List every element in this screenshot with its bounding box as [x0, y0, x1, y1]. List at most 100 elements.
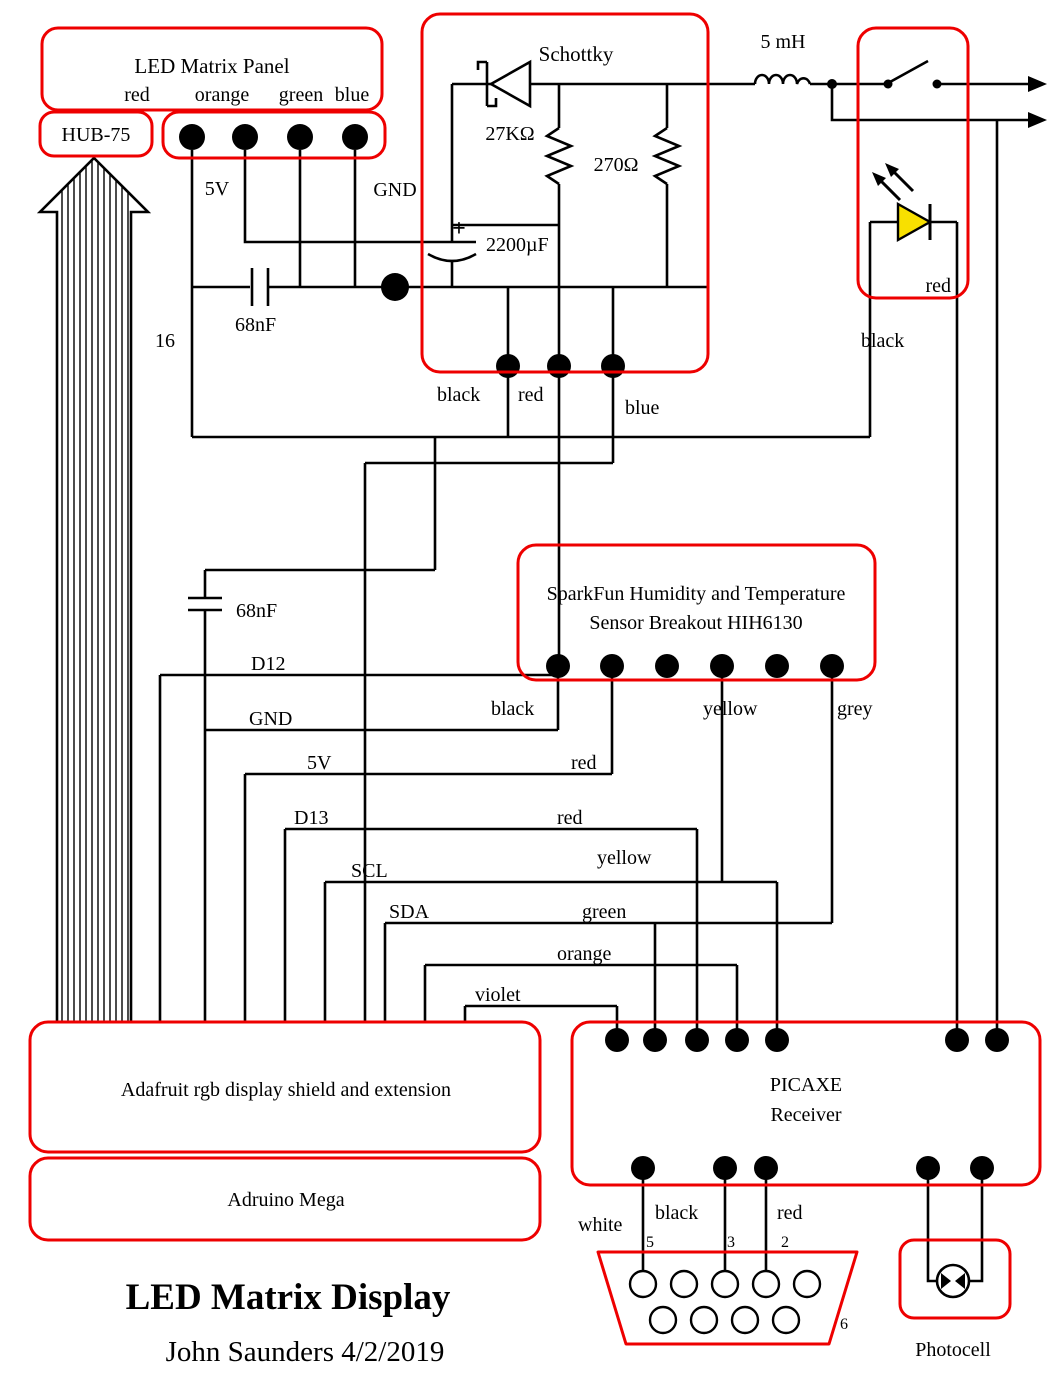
conn-black-label: black: [655, 1202, 698, 1224]
wire-bypass: [830, 84, 1028, 122]
5v-bus-label: 5V: [307, 752, 332, 774]
junction-dot: [827, 79, 837, 89]
out-black-label: black: [437, 384, 480, 406]
terminal-dot: [713, 1156, 737, 1180]
terminal-dot: [287, 124, 313, 150]
sda-label: SDA: [389, 901, 430, 923]
sensor-grey-label: grey: [837, 698, 873, 720]
wire-sda-green-grey: [383, 666, 834, 1040]
photocell-box: [898, 1238, 1012, 1320]
sensor-box: [516, 543, 877, 682]
gnd-bus-label: GND: [249, 708, 292, 730]
terminal-dot: [496, 354, 520, 378]
terminal-dot: [916, 1156, 940, 1180]
sensor-title-line2: Sensor Breakout HIH6130: [589, 612, 802, 634]
arduino-box: [28, 1156, 542, 1242]
photocell-symbol: [935, 1263, 971, 1299]
scl-label: SCL: [351, 860, 388, 882]
panel-connector-box: [161, 110, 387, 160]
pin-number-5: 5: [646, 1234, 654, 1251]
terminal-dot: [232, 124, 258, 150]
orange-bus-label: orange: [557, 943, 612, 965]
violet-bus-label: violet: [475, 984, 521, 1006]
wire-photocell-right: [969, 1168, 984, 1283]
inductor-label: 5 mH: [761, 31, 806, 53]
ribbon-hatching: [61, 160, 129, 1022]
db9-pin: [648, 1305, 678, 1335]
db9-pin: [730, 1305, 760, 1335]
terminal-dot: [945, 1028, 969, 1052]
terminal-dot: [342, 124, 368, 150]
labels: LED Matrix Panel red orange green blue H…: [62, 31, 992, 1368]
pin-number-2: 2: [781, 1234, 789, 1251]
terminal-dot: [970, 1156, 994, 1180]
arrow-out-icon: [1028, 76, 1047, 128]
power-filter-box: [420, 12, 710, 374]
wire-led-red: [930, 220, 959, 1040]
wire-panel-orange-5v: [243, 150, 428, 244]
wire-blue-bus: [363, 461, 613, 1022]
led-panel-title: LED Matrix Panel: [134, 54, 289, 78]
r2-label: 270Ω: [594, 154, 639, 176]
ribbon-count-label: 16: [155, 330, 175, 352]
terminal-dot: [600, 654, 624, 678]
wire-d13-red: [283, 827, 699, 1040]
terminal-dot: [710, 654, 734, 678]
terminal-dot: [631, 1156, 655, 1180]
wires: [158, 82, 1028, 1283]
db9-pin: [628, 1269, 658, 1299]
wire-d12: [158, 673, 559, 1022]
yellow-bus-label: yellow: [597, 847, 652, 869]
terminal-dot: [655, 654, 679, 678]
cap-2200uf-label: 2200µF: [486, 234, 549, 256]
sensor-yellow-label: yellow: [703, 698, 758, 720]
conn-red-label: red: [777, 1202, 803, 1224]
picaxe-label-line2: Receiver: [770, 1104, 841, 1126]
terminal-dot: [820, 654, 844, 678]
conn-white-label: white: [578, 1214, 623, 1236]
adafruit-box: [28, 1020, 542, 1154]
switch-symbol: [883, 59, 942, 89]
pin-label-orange: orange: [195, 84, 250, 106]
photocell-label: Photocell: [915, 1339, 991, 1361]
arduino-label: Adruino Mega: [227, 1189, 344, 1211]
db9-pin: [710, 1269, 740, 1299]
wire-r2: [651, 84, 683, 287]
terminal-dot: [765, 1028, 789, 1052]
terminal-dot: [546, 654, 570, 678]
diagram-author: John Saunders 4/2/2019: [166, 1336, 445, 1368]
d13-label: D13: [294, 807, 328, 829]
led-matrix-panel-box: [40, 26, 384, 112]
label-gnd-top: GND: [373, 179, 416, 201]
label-5v-top: 5V: [205, 178, 230, 200]
sensor-black-label: black: [491, 698, 534, 720]
wire-orange: [423, 963, 739, 1040]
diagram-title: LED Matrix Display: [126, 1277, 451, 1318]
r1-label: 27KΩ: [485, 123, 534, 145]
terminal-dot: [765, 654, 789, 678]
schottky-diode-symbol: [476, 59, 532, 109]
db9-pin: [689, 1305, 719, 1335]
capacitor-68nf-mid-symbol: [188, 596, 222, 612]
junction-dot: [381, 273, 409, 301]
db9-pin: [771, 1305, 801, 1335]
wire-photocell-left: [926, 1168, 937, 1283]
pin-label-blue: blue: [335, 84, 370, 106]
pin-label-green: green: [279, 84, 323, 106]
schottky-label: Schottky: [539, 42, 614, 66]
terminal-dot: [179, 124, 205, 150]
picaxe-box: [570, 1020, 1042, 1187]
wire-black-bus: [192, 220, 898, 439]
wire-5v-red: [243, 666, 614, 1022]
db9-pin: [751, 1269, 781, 1299]
out-blue-label: blue: [625, 397, 660, 419]
capacitor-2200uf-symbol: [427, 240, 477, 263]
cap-plus-label: +: [452, 216, 466, 242]
terminal-dot: [605, 1028, 629, 1052]
sensor-title-line1: SparkFun Humidity and Temperature: [547, 583, 846, 605]
d12-label: D12: [251, 653, 285, 675]
red-d13-label: red: [557, 807, 583, 829]
pin-number-3: 3: [727, 1234, 735, 1251]
